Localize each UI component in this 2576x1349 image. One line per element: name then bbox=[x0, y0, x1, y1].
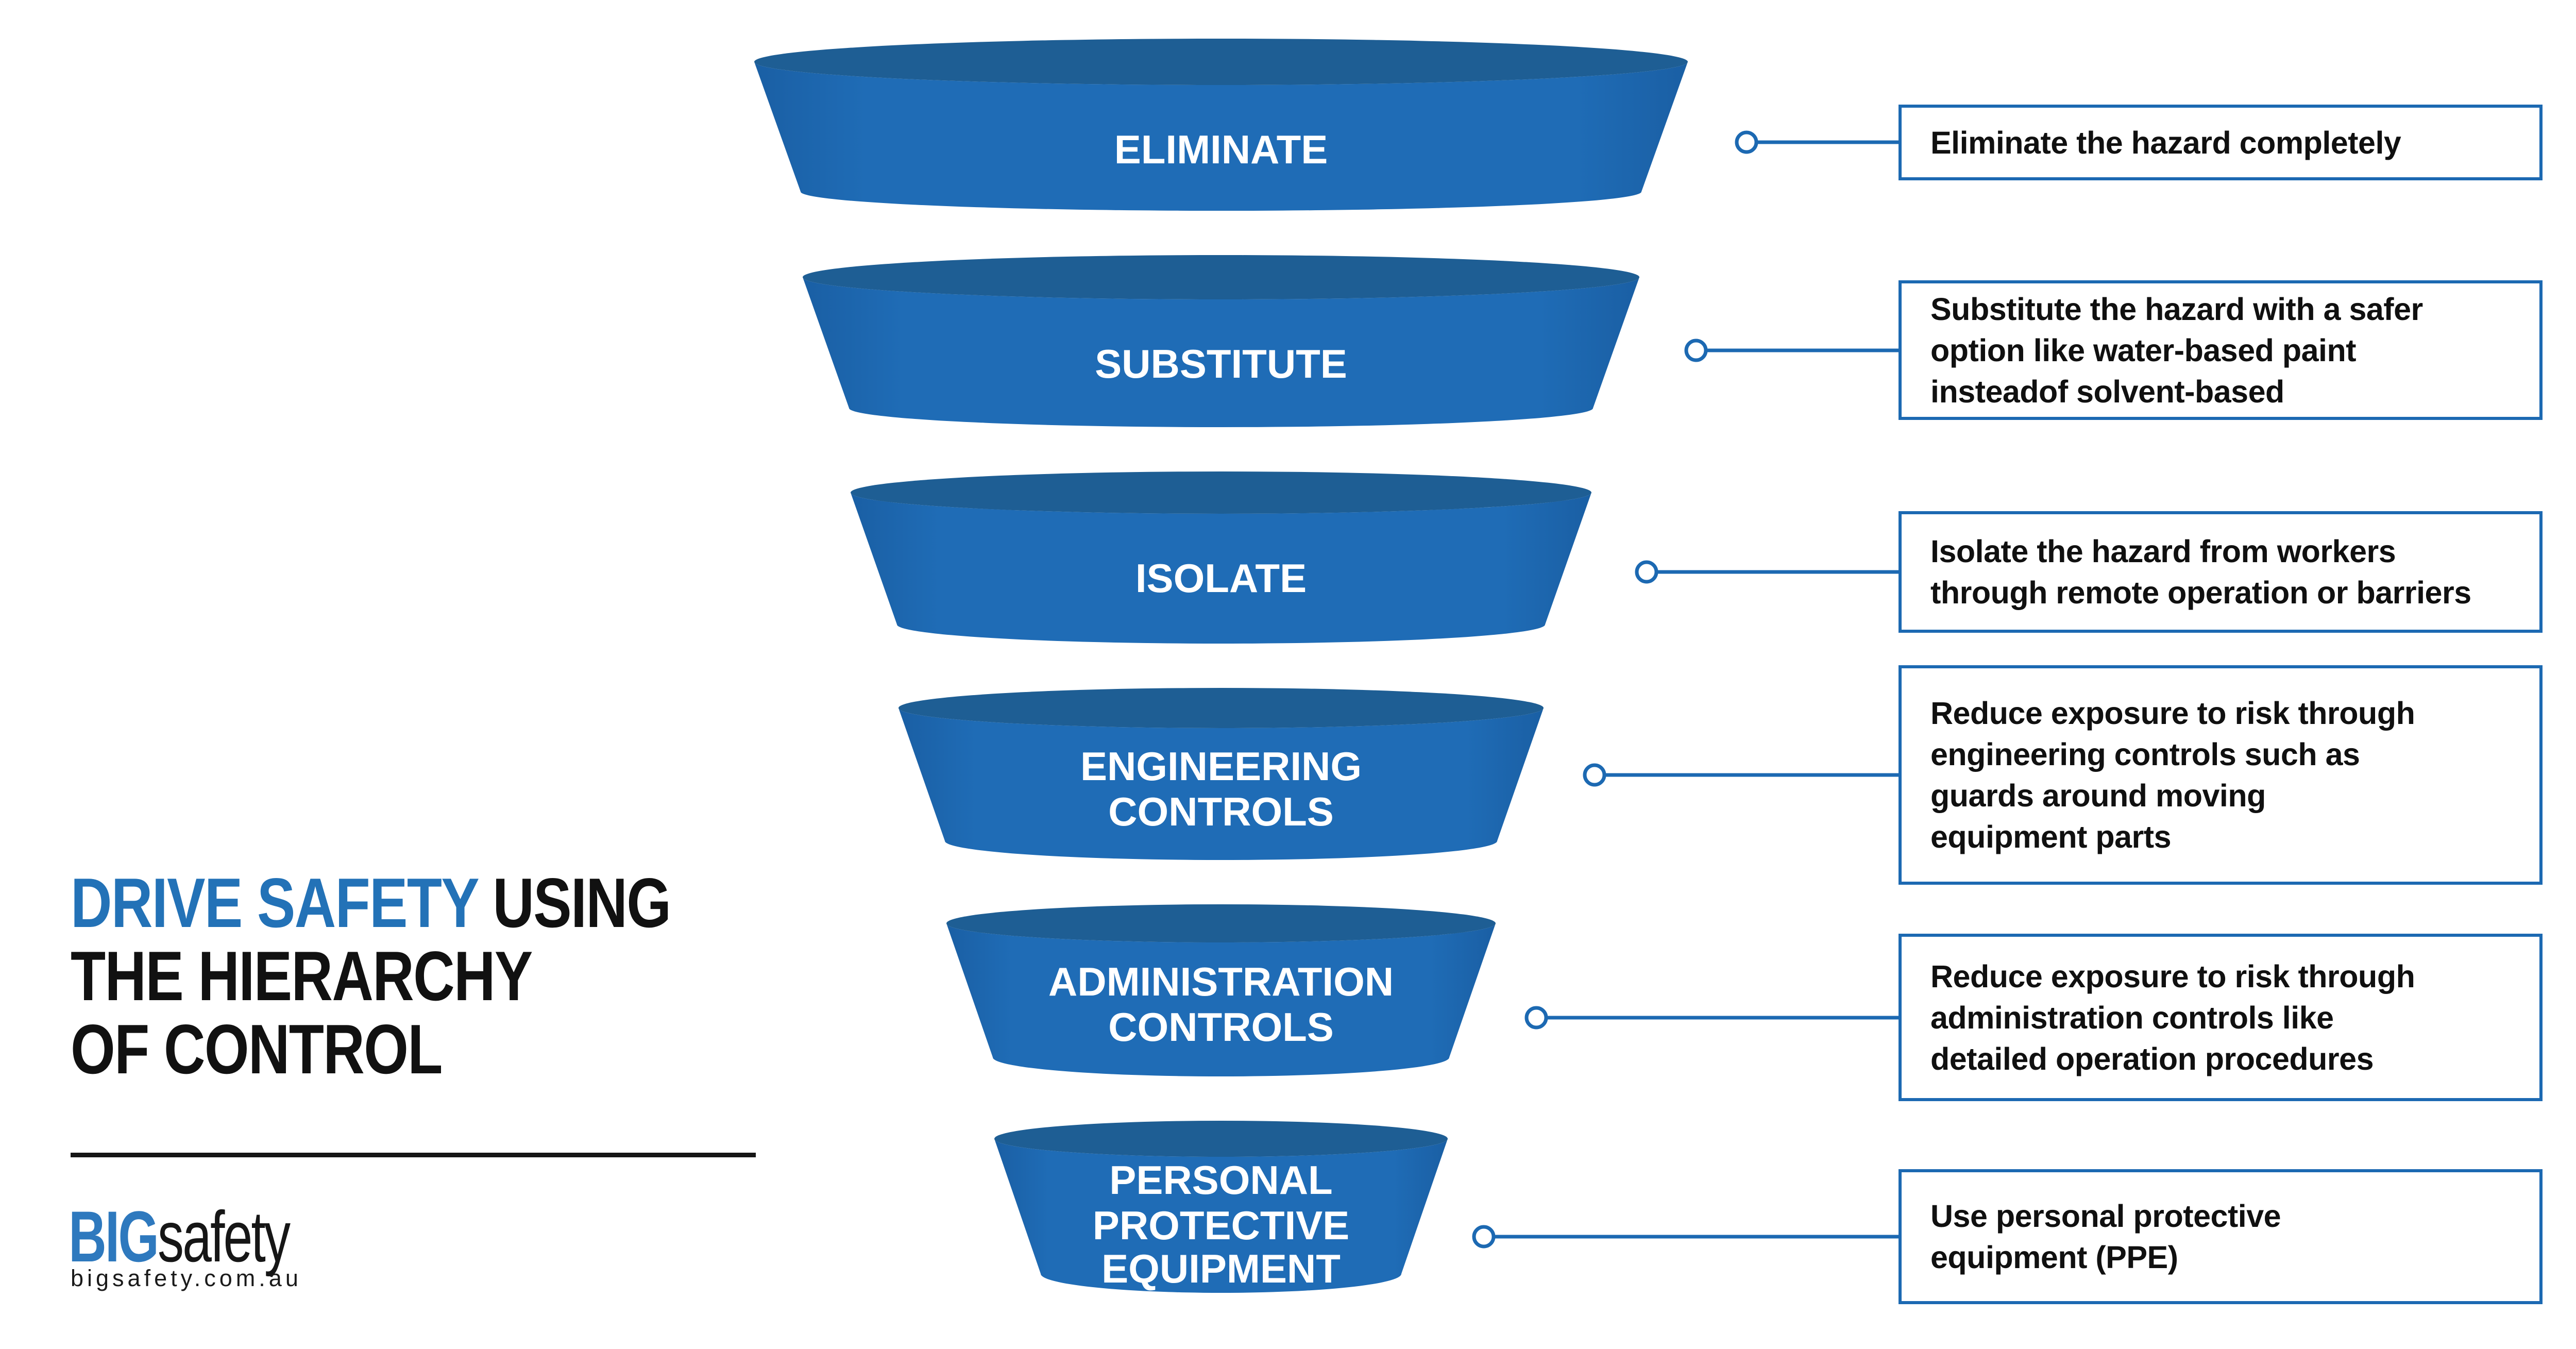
funnel-segment-substitute: SUBSTITUTE bbox=[803, 255, 1639, 427]
brand-logo: BIGsafety bbox=[69, 1201, 291, 1273]
title-line-1: DRIVE SAFETY USING bbox=[71, 864, 671, 942]
description-text: equipment (PPE) bbox=[1930, 1240, 2178, 1275]
connector-administration-controls bbox=[1524, 1006, 1900, 1030]
title-highlight: DRIVE SAFETY bbox=[71, 864, 479, 942]
description-box-administration-controls: Reduce exposure to risk through administ… bbox=[1899, 934, 2543, 1101]
title-rest: USING bbox=[478, 864, 671, 942]
connector-dot bbox=[1472, 1225, 1496, 1249]
connector-dot bbox=[1635, 560, 1658, 584]
connector-dot bbox=[1524, 1006, 1548, 1030]
funnel-label: ISOLATE bbox=[1136, 555, 1307, 601]
funnel-segment-engineering-controls: ENGINEERING CONTROLS bbox=[899, 688, 1544, 860]
page-title: DRIVE SAFETY USING THE HIERARCHY OF CONT… bbox=[71, 864, 671, 1088]
funnel-label: ENGINEERING bbox=[1080, 744, 1362, 789]
funnel-segment-top-face bbox=[994, 1121, 1448, 1157]
funnel-segment-body bbox=[754, 62, 1688, 211]
logo-safety-text: safety bbox=[157, 1196, 291, 1277]
description-text: engineering controls such as bbox=[1930, 737, 2360, 772]
description-box-engineering-controls: Reduce exposure to risk through engineer… bbox=[1899, 665, 2543, 885]
funnel-segment-body bbox=[851, 493, 1591, 644]
funnel-label: CONTROLS bbox=[1108, 1004, 1334, 1050]
description-text: Reduce exposure to risk through bbox=[1930, 696, 2415, 731]
funnel-label: PROTECTIVE bbox=[1093, 1203, 1349, 1248]
connector-dot bbox=[1735, 130, 1758, 154]
title-line-2: THE HIERARCHY bbox=[71, 937, 533, 1015]
description-text: Substitute the hazard with a safer bbox=[1930, 291, 2423, 327]
title-line-3: OF CONTROL bbox=[71, 1010, 443, 1088]
funnel-segment-body bbox=[946, 923, 1496, 1076]
funnel-label: ELIMINATE bbox=[1114, 127, 1328, 172]
connector-engineering-controls bbox=[1583, 763, 1900, 787]
funnel-segment-isolate: ISOLATE bbox=[851, 471, 1591, 644]
funnel-segment-top-face bbox=[946, 904, 1496, 942]
funnel-label: SUBSTITUTE bbox=[1095, 341, 1347, 386]
description-text: equipment parts bbox=[1930, 819, 2172, 854]
funnel-segment-top-face bbox=[851, 471, 1591, 514]
description-box-ppe: Use personal protective equipment (PPE) bbox=[1899, 1169, 2543, 1304]
description-text: administration controls like bbox=[1930, 1000, 2334, 1035]
connector-eliminate bbox=[1735, 130, 1900, 154]
description-text: Eliminate the hazard completely bbox=[1930, 125, 2401, 160]
connector-dot bbox=[1583, 763, 1606, 787]
description-text: Isolate the hazard from workers bbox=[1930, 534, 2396, 569]
brand-url: bigsafety.com.au bbox=[71, 1265, 302, 1291]
funnel-label: ADMINISTRATION bbox=[1048, 959, 1394, 1004]
funnel-segment-ppe: PERSONAL PROTECTIVE EQUIPMENT bbox=[994, 1121, 1448, 1293]
funnel-segment-top-face bbox=[803, 255, 1639, 299]
logo-big-text: BIG bbox=[69, 1196, 159, 1277]
connector-substitute bbox=[1684, 339, 1900, 362]
funnel-segment-body bbox=[803, 277, 1639, 427]
description-text: option like water-based paint bbox=[1930, 332, 2357, 368]
description-text: through remote operation or barriers bbox=[1930, 575, 2471, 610]
description-text: insteadof solvent-based bbox=[1930, 374, 2284, 409]
description-text: Use personal protective bbox=[1930, 1199, 2281, 1234]
funnel-segment-top-face bbox=[754, 39, 1688, 85]
description-box-substitute: Substitute the hazard with a safer optio… bbox=[1899, 280, 2543, 420]
funnel-label: PERSONAL bbox=[1109, 1157, 1332, 1203]
funnel-segment-administration-controls: ADMINISTRATION CONTROLS bbox=[946, 904, 1496, 1076]
description-box-isolate: Isolate the hazard from workers through … bbox=[1899, 511, 2543, 633]
description-text: guards around moving bbox=[1930, 778, 2266, 813]
funnel-label: CONTROLS bbox=[1108, 789, 1334, 834]
connector-dot bbox=[1684, 339, 1708, 362]
description-box-eliminate: Eliminate the hazard completely bbox=[1899, 105, 2543, 180]
funnel-segment-top-face bbox=[899, 688, 1544, 728]
connector-ppe bbox=[1472, 1225, 1900, 1249]
description-text: detailed operation procedures bbox=[1930, 1041, 2374, 1076]
funnel-label: EQUIPMENT bbox=[1101, 1246, 1341, 1291]
funnel-segment-eliminate: ELIMINATE bbox=[754, 39, 1688, 211]
funnel-segment-body bbox=[994, 1139, 1448, 1293]
description-text: Reduce exposure to risk through bbox=[1930, 958, 2415, 994]
connector-isolate bbox=[1635, 560, 1900, 584]
funnel-segment-body bbox=[899, 708, 1544, 860]
divider-line bbox=[71, 1153, 756, 1157]
